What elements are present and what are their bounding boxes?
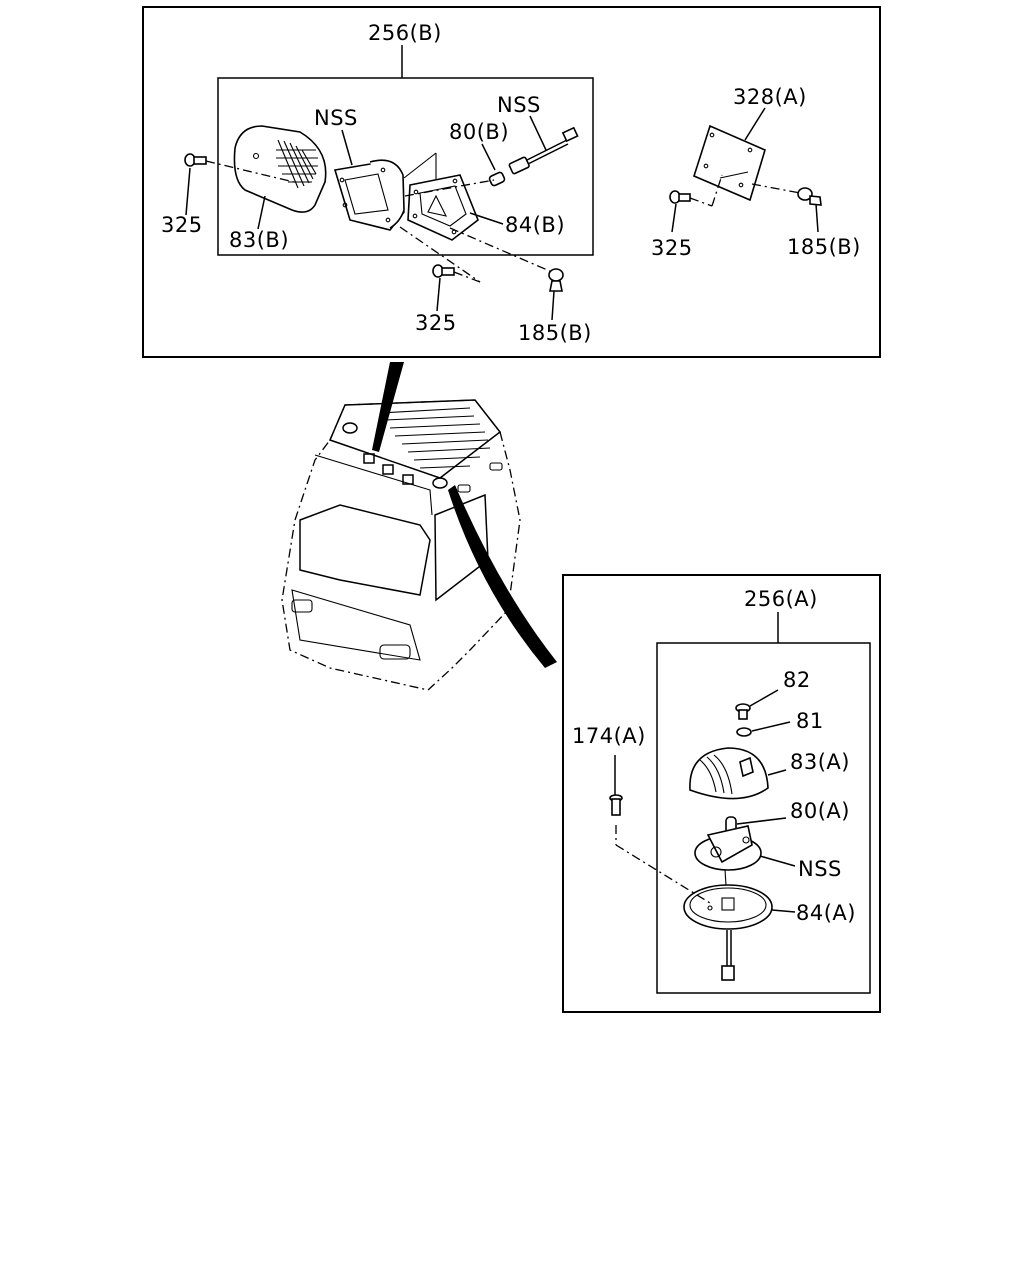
label-83b: 83(B)	[229, 228, 289, 252]
leader-nss-a	[759, 855, 796, 867]
dash-325-left	[205, 160, 299, 184]
panel-256b-frame	[142, 6, 881, 358]
label-84a: 84(A)	[796, 901, 856, 925]
label-185b-right: 185(B)	[787, 235, 861, 259]
gasket-84a-part	[683, 884, 773, 981]
label-325-bottom: 325	[415, 311, 457, 335]
label-174a: 174(A)	[572, 724, 646, 748]
label-82: 82	[783, 668, 811, 692]
leader-nss-left	[341, 129, 353, 166]
housing-nss-part	[333, 152, 437, 231]
pointer-to-panel-b	[372, 362, 404, 452]
leader-325-right	[671, 203, 677, 233]
leader-81	[751, 721, 791, 732]
label-81: 81	[796, 709, 824, 733]
leader-185b-right	[815, 203, 819, 233]
panel-256b: 256(B) NSS NSS 80(B) 325 83(B) 84(B) 325…	[142, 6, 881, 358]
dash-325-right-2	[711, 174, 723, 207]
label-80b: 80(B)	[449, 120, 509, 144]
label-nss-left: NSS	[314, 106, 358, 130]
panel-256a: 256(A) 82 81 83(A) 80(A) NSS 84(A) 174(A…	[562, 574, 881, 1013]
label-84b: 84(B)	[505, 213, 565, 237]
plate-328a-part	[693, 124, 766, 202]
clip-185b-right-part	[797, 187, 822, 206]
panel-256b-assembly-box	[217, 77, 594, 256]
screw-325-left-part	[184, 153, 207, 167]
dash-325-right	[689, 197, 713, 207]
screw-174a-part	[609, 794, 623, 816]
leader-325-left	[185, 167, 191, 216]
label-256a: 256(A)	[744, 587, 818, 611]
clip-185b-bottom-part	[548, 268, 564, 292]
washer-81-part	[736, 727, 752, 737]
leader-84a	[771, 909, 796, 913]
screw-325-right-part	[669, 190, 691, 204]
dash-325-bottom-2	[399, 226, 481, 283]
lens-83a-part	[689, 747, 769, 800]
panel-256a-assembly-box	[656, 642, 871, 994]
leader-82	[749, 689, 779, 707]
label-325-right: 325	[651, 236, 693, 260]
leader-nss-right	[529, 115, 547, 151]
leader-328a	[744, 107, 766, 141]
leader-80a	[736, 817, 787, 825]
panel-256a-frame	[562, 574, 881, 1013]
dash-185b-right	[751, 183, 801, 194]
label-80a: 80(A)	[790, 799, 850, 823]
gasket-84b-part	[407, 174, 479, 241]
truck-cab-illustration	[281, 362, 557, 691]
label-328a: 328(A)	[733, 85, 807, 109]
leader-84b	[469, 212, 504, 225]
lens-83b-part	[233, 125, 327, 213]
socket-nss-part	[508, 126, 579, 175]
leader-83a	[767, 769, 787, 776]
label-325-left: 325	[161, 213, 203, 237]
screw-82-part	[735, 703, 751, 720]
label-nss-right: NSS	[497, 93, 541, 117]
label-83a: 83(A)	[790, 750, 850, 774]
screw-325-bottom-part	[432, 264, 455, 278]
label-256b: 256(B)	[368, 21, 442, 45]
bulb-80b-part	[488, 171, 506, 187]
leader-80b	[481, 143, 496, 171]
leader-83b	[257, 195, 266, 230]
leader-185b-bottom	[551, 290, 555, 321]
pointer-to-panel-a	[448, 485, 557, 668]
dash-325-bottom	[453, 271, 481, 283]
leader-325-bottom	[436, 277, 441, 312]
dash-80b	[404, 179, 495, 197]
label-185b-bottom: 185(B)	[518, 321, 592, 345]
label-nss-a: NSS	[798, 857, 842, 881]
